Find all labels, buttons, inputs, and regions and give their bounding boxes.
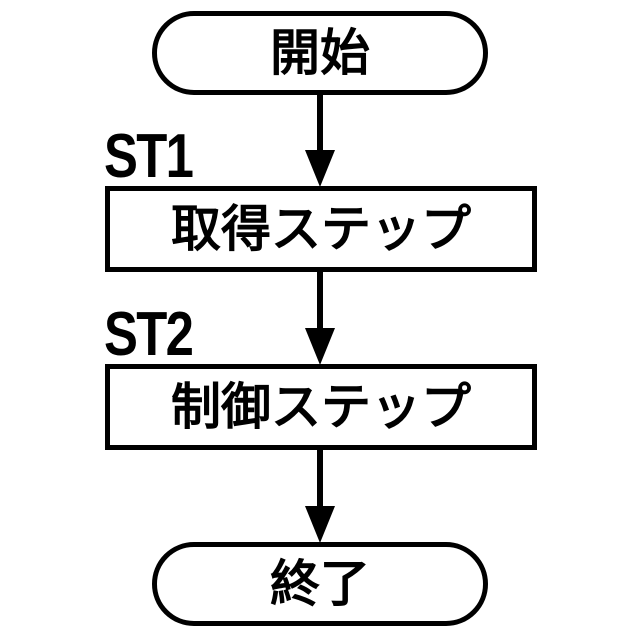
process-box-control-step: 制御ステップ bbox=[105, 364, 537, 450]
step-id-st2: ST2 bbox=[104, 300, 194, 369]
terminal-end-node: 終了 bbox=[152, 542, 488, 626]
arrow-line-start-to-st1 bbox=[317, 93, 323, 153]
arrow-head-st2-to-end bbox=[305, 506, 335, 543]
process-box-acquisition-step: 取得ステップ bbox=[105, 186, 537, 272]
step-id-st1: ST1 bbox=[104, 122, 194, 191]
terminal-start-node: 開始 bbox=[152, 11, 488, 95]
process-label-acquisition-step: 取得ステップ bbox=[171, 201, 471, 257]
arrow-head-start-to-st1 bbox=[305, 150, 335, 187]
arrow-line-st1-to-st2 bbox=[317, 270, 323, 330]
arrow-head-st1-to-st2 bbox=[305, 328, 335, 365]
arrow-line-st2-to-end bbox=[317, 448, 323, 508]
start-label: 開始 bbox=[270, 25, 370, 81]
end-label: 終了 bbox=[270, 556, 370, 612]
process-label-control-step: 制御ステップ bbox=[171, 379, 471, 435]
